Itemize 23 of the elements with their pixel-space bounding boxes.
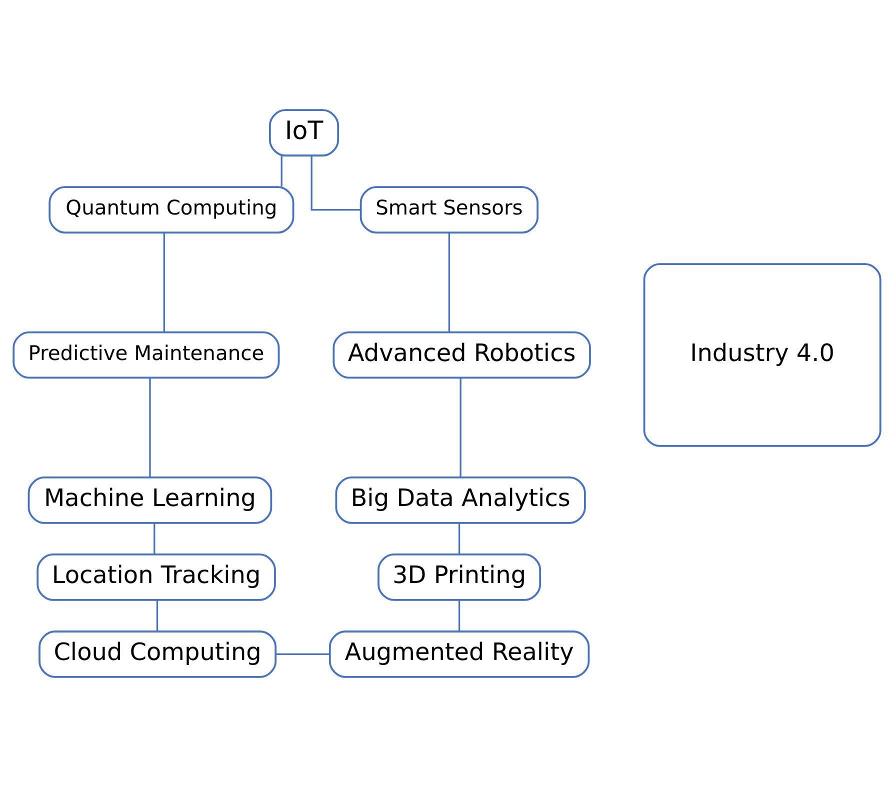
connector	[163, 232, 165, 332]
connector	[276, 652, 330, 655]
node-box: Machine Learning	[28, 476, 272, 524]
connector	[280, 155, 282, 186]
node-box: IoT	[268, 108, 340, 156]
node-box: Advanced Robotics	[332, 330, 591, 378]
node-box: Cloud Computing	[38, 630, 277, 678]
node-box: Smart Sensors	[360, 186, 539, 233]
connector	[448, 232, 450, 332]
node-box: Quantum Computing	[48, 186, 294, 233]
node-box: Predictive Maintenance	[12, 330, 280, 378]
connector	[156, 600, 158, 631]
connector	[458, 600, 460, 631]
connector	[460, 378, 462, 477]
node-box: Industry 4.0	[643, 262, 882, 446]
connector	[149, 378, 151, 477]
node-box: Big Data Analytics	[335, 476, 586, 524]
connector	[154, 522, 156, 554]
connector	[458, 522, 460, 554]
node-box: Augmented Reality	[328, 630, 590, 678]
node-box: Location Tracking	[36, 553, 276, 600]
connector	[310, 155, 360, 210]
node-box: 3D Printing	[378, 553, 542, 600]
